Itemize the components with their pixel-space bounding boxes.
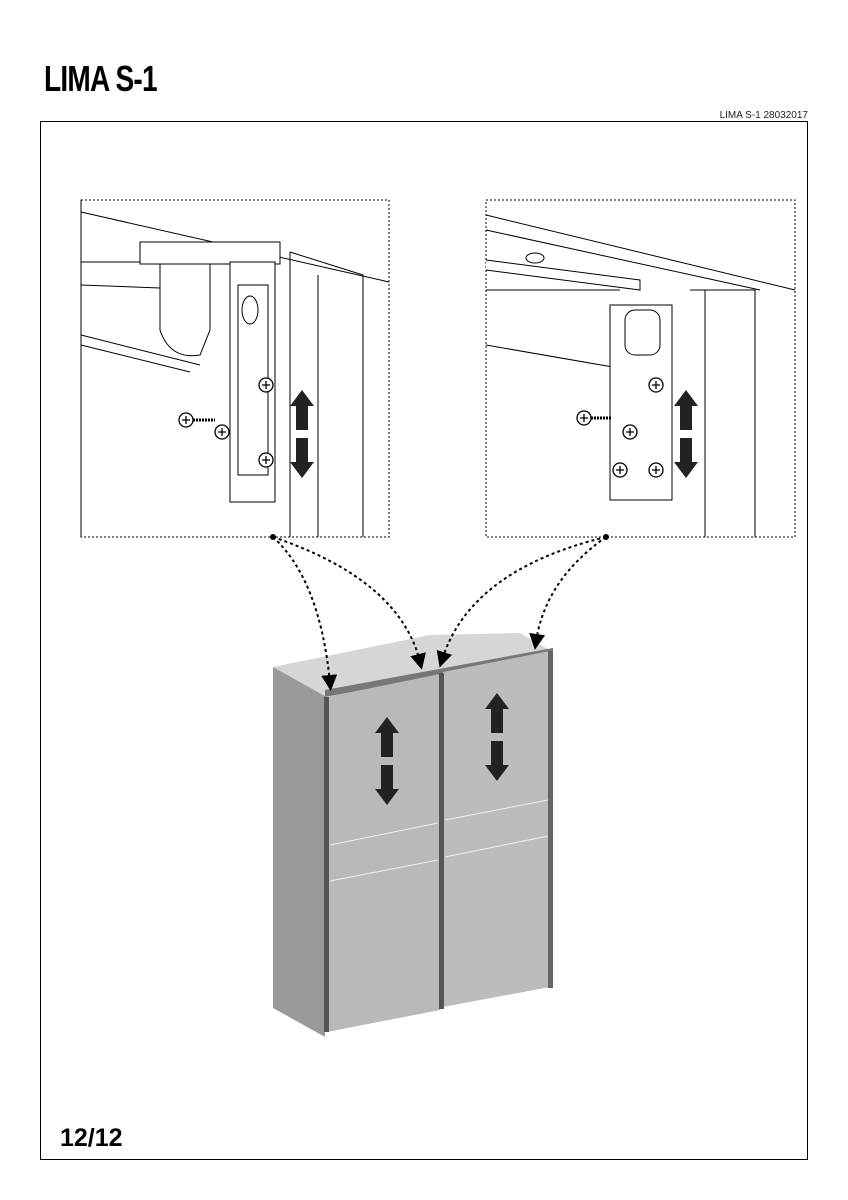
- wardrobe-illustration: [273, 633, 553, 1037]
- detail-view-right: [485, 199, 796, 538]
- page-number: 12/12: [60, 1124, 123, 1152]
- page-frame: [40, 121, 808, 1160]
- document-code: LIMA S-1 28032017: [719, 110, 808, 121]
- callout-arrows: [270, 534, 609, 691]
- page-title: LIMA S-1: [44, 58, 158, 99]
- detail-view-left: [80, 199, 390, 538]
